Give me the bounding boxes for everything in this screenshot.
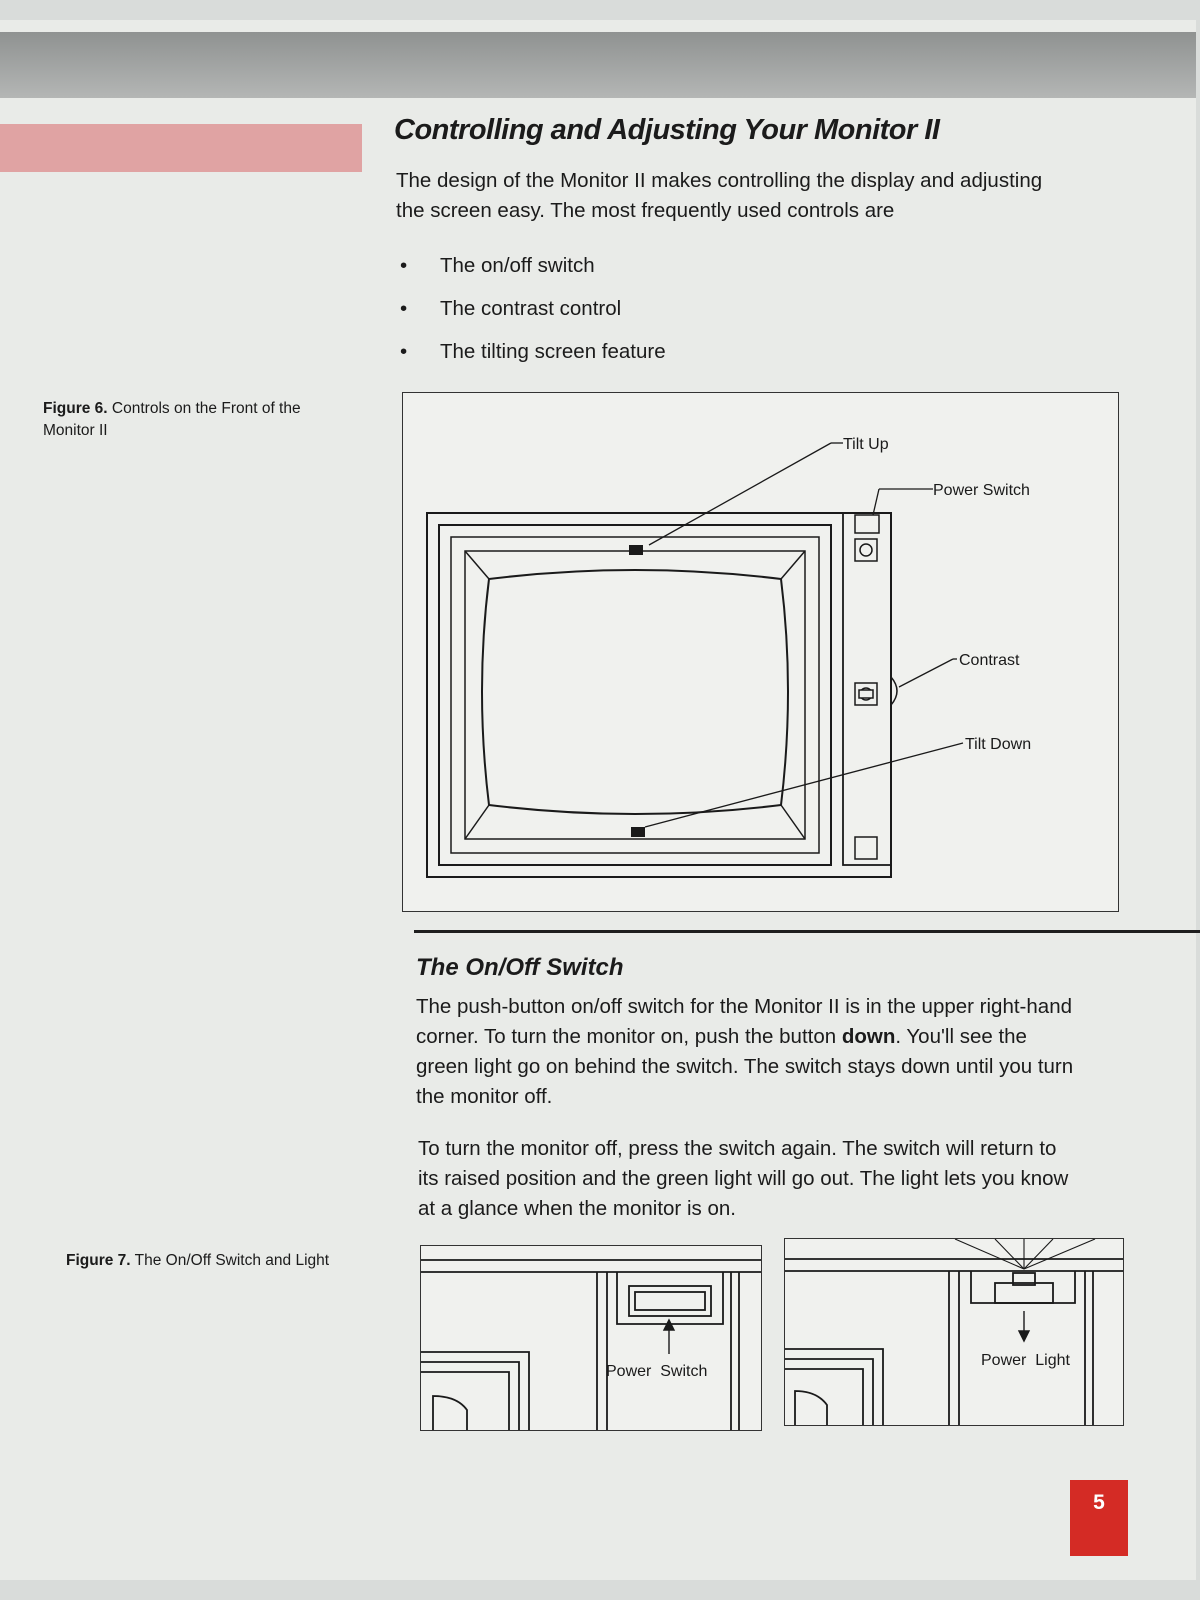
power-light-drawing: Power Light [785,1238,1123,1425]
figure7-light-illustration: Power Light [784,1238,1124,1426]
para1-line2: corner. To turn the monitor on, push the… [416,1022,1073,1052]
para1-line3: green light go on behind the switch. The… [416,1055,1074,1078]
figure7-caption-text: The On/Off Switch and Light [134,1252,330,1269]
tilt-up-leader [648,442,832,546]
para2-line1: To turn the monitor off, press the switc… [418,1137,1057,1160]
para2-line3: at a glance when the monitor is on. [418,1197,736,1220]
lock-icon [854,836,878,860]
power-switch-drawing: Power Switch [421,1259,761,1430]
power-switch-drawing [854,514,880,534]
para1-line2-pre: corner. To turn the monitor on, push the… [416,1025,842,1048]
callout-tilt-down: Tilt Down [965,736,1031,753]
monitor-bezel-outer [426,512,892,878]
crt-screen [481,569,789,815]
section-paragraph-2: To turn the monitor off, press the switc… [418,1134,1068,1224]
figure6-label: Figure 6. [43,400,108,417]
intro-paragraph: The design of the Monitor II makes contr… [396,166,1042,226]
contrast-leader [898,658,954,688]
section-divider [414,930,1200,933]
power-switch-knob [859,543,873,557]
section-paragraph-1: The push-button on/off switch for the Mo… [416,992,1073,1112]
page-number-badge: 5 [1070,1480,1128,1556]
callout-power-switch: Power Switch [933,482,1030,499]
intro-line-2: the screen easy. The most frequently use… [396,199,895,222]
figure7-switch-illustration: Power Switch [420,1245,762,1431]
section-heading: The On/Off Switch [416,954,624,981]
list-item: The tilting screen feature [400,340,666,383]
para2-line2: its raised position and the green light … [418,1167,1069,1190]
red-accent-bar [0,124,362,172]
header-band [0,32,1196,98]
monitor-bezel-inner [438,524,832,866]
callout-power-switch: Power Switch [606,1363,707,1380]
callout-power-light: Power Light [981,1352,1070,1369]
figure6-illustration: Tilt Up Power Switch Contrast Tilt Down [402,392,1119,912]
control-panel [842,512,892,866]
list-item: The on/off switch [400,254,666,297]
figure6-caption: Figure 6. Controls on the Front of the M… [43,398,343,442]
figure6-caption-line1: Controls on the Front of the [111,400,301,417]
para1-line2-post: . You'll see the [895,1025,1027,1048]
para1-line1: The push-button on/off switch for the Mo… [416,995,1072,1018]
monitor-front-drawing: Tilt Up Power Switch Contrast Tilt Down [426,436,1031,878]
para1-line4: the monitor off. [416,1085,553,1108]
tilt-down-leader [644,742,964,828]
callout-tilt-up: Tilt Up [843,436,889,453]
figure7-label: Figure 7. [66,1252,131,1269]
page-heading: Controlling and Adjusting Your Monitor I… [394,114,940,146]
list-item: The contrast control [400,297,666,340]
controls-list: The on/off switch The contrast control T… [400,254,666,383]
callout-contrast: Contrast [959,652,1020,669]
figure6-caption-line2: Monitor II [43,422,108,439]
figure7-caption: Figure 7. The On/Off Switch and Light [66,1250,329,1272]
para1-line2-bold: down [841,1025,896,1048]
power-switch-leader [872,488,880,516]
intro-line-1: The design of the Monitor II makes contr… [396,169,1043,192]
